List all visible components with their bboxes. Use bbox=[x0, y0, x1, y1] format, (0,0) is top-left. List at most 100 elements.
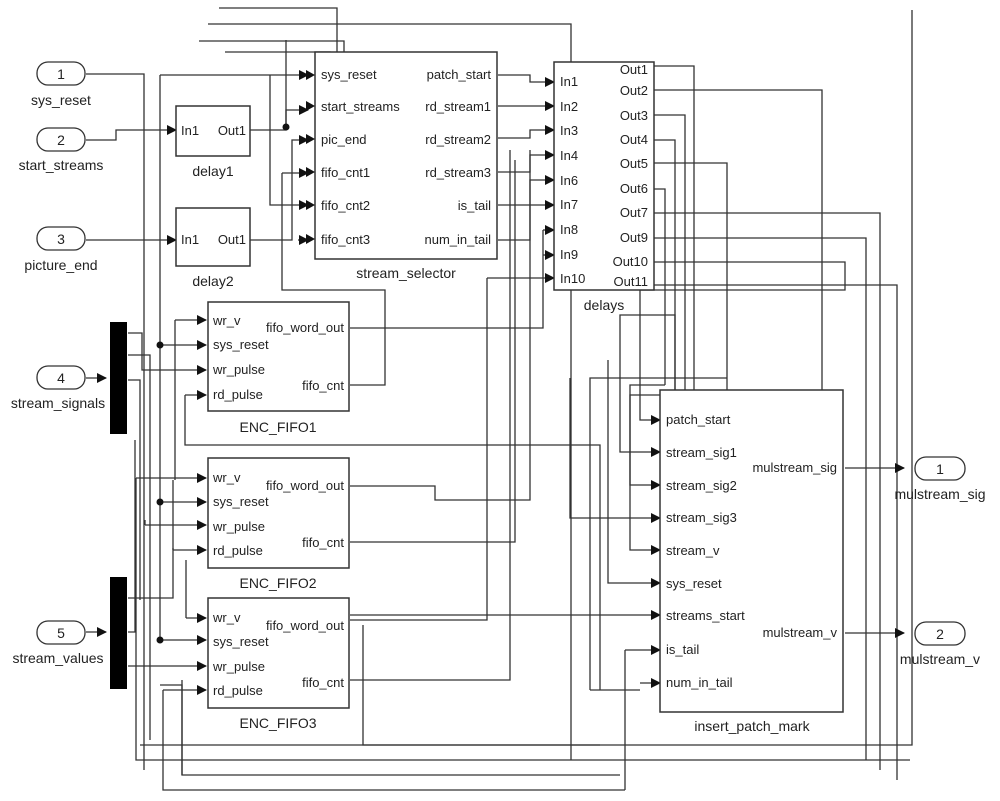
enc-fifo1-block[interactable]: wr_v sys_reset wr_pulse rd_pulse fifo_wo… bbox=[207, 301, 350, 435]
port-label: Out6 bbox=[620, 181, 648, 196]
wires bbox=[86, 7, 913, 791]
delay2-block[interactable]: In1 Out1 delay2 bbox=[175, 207, 251, 289]
port-label: rd_pulse bbox=[213, 387, 263, 402]
port-label: sys_reset bbox=[321, 67, 377, 82]
port-label: In8 bbox=[560, 222, 578, 237]
inport-number: 4 bbox=[57, 370, 65, 386]
port-label: stream_sig2 bbox=[666, 478, 737, 493]
port-label: rd_stream3 bbox=[425, 165, 491, 180]
port-label: In10 bbox=[560, 271, 585, 286]
inport-2[interactable]: 2 start_streams bbox=[19, 127, 104, 173]
port-label: In1 bbox=[560, 74, 578, 89]
port-label: Out11 bbox=[614, 274, 648, 289]
junction-dots bbox=[156, 123, 290, 644]
port-label: fifo_cnt bbox=[302, 675, 344, 690]
port-label: Out3 bbox=[620, 108, 648, 123]
inport-number: 3 bbox=[57, 231, 65, 247]
demux-stream-values[interactable] bbox=[110, 577, 127, 689]
port-label: wr_v bbox=[212, 470, 241, 485]
port-label: fifo_cnt1 bbox=[321, 165, 370, 180]
outport-number: 1 bbox=[936, 461, 944, 477]
junction-dot bbox=[282, 123, 290, 131]
junction-dot bbox=[156, 341, 164, 349]
port-label: stream_sig1 bbox=[666, 445, 737, 460]
port-label: In1 bbox=[181, 232, 199, 247]
block-name: delay2 bbox=[192, 273, 233, 289]
port-label: fifo_cnt2 bbox=[321, 198, 370, 213]
junction-dot bbox=[156, 498, 164, 506]
port-label: is_tail bbox=[666, 642, 699, 657]
port-label: wr_pulse bbox=[212, 519, 265, 534]
port-label: Out4 bbox=[620, 132, 648, 147]
inport-label: stream_values bbox=[12, 650, 103, 666]
selector-input-arrows bbox=[306, 70, 315, 244]
port-label: Out1 bbox=[218, 123, 246, 138]
stream-selector-block[interactable]: sys_reset start_streams pic_end fifo_cnt… bbox=[314, 51, 498, 281]
inport-number: 2 bbox=[57, 132, 65, 148]
block-name: ENC_FIFO1 bbox=[239, 419, 316, 435]
port-label: num_in_tail bbox=[666, 675, 733, 690]
enc-fifo3-block[interactable]: wr_v sys_reset wr_pulse rd_pulse fifo_wo… bbox=[207, 597, 350, 731]
port-label: mulstream_v bbox=[763, 625, 838, 640]
block-name: ENC_FIFO3 bbox=[239, 715, 316, 731]
outport-label: mulstream_v bbox=[900, 651, 980, 667]
port-label: rd_pulse bbox=[213, 683, 263, 698]
port-label: Out5 bbox=[620, 156, 648, 171]
port-label: rd_stream1 bbox=[425, 99, 491, 114]
port-label: fifo_word_out bbox=[266, 320, 344, 335]
port-label: In1 bbox=[181, 123, 199, 138]
delays-block[interactable]: In1 In2 In3 In4 In6 In7 In8 In9 In10 Out… bbox=[553, 61, 655, 313]
inport-1[interactable]: 1 sys_reset bbox=[31, 61, 91, 108]
port-label: fifo_cnt3 bbox=[321, 232, 370, 247]
port-label: sys_reset bbox=[213, 494, 269, 509]
inport-3[interactable]: 3 picture_end bbox=[24, 226, 98, 273]
block-name: stream_selector bbox=[356, 265, 456, 281]
outport-1[interactable]: 1 mulstream_sig bbox=[894, 456, 986, 502]
outport-label: mulstream_sig bbox=[894, 486, 985, 502]
port-label: Out7 bbox=[620, 205, 648, 220]
outport-2[interactable]: 2 mulstream_v bbox=[900, 621, 980, 667]
outport-number: 2 bbox=[936, 626, 944, 642]
port-label: In9 bbox=[560, 247, 578, 262]
port-label: pic_end bbox=[321, 132, 367, 147]
port-label: stream_v bbox=[666, 543, 720, 558]
port-label: In4 bbox=[560, 148, 578, 163]
junction-dot bbox=[156, 636, 164, 644]
inport-5[interactable]: 5 stream_values bbox=[12, 620, 104, 666]
inport-label: picture_end bbox=[24, 257, 97, 273]
port-label: fifo_cnt bbox=[302, 378, 344, 393]
port-label: num_in_tail bbox=[425, 232, 492, 247]
port-label: wr_v bbox=[212, 313, 241, 328]
port-label: mulstream_sig bbox=[752, 460, 837, 475]
insert-patch-mark-block[interactable]: patch_start stream_sig1 stream_sig2 stre… bbox=[659, 389, 844, 734]
port-label: rd_pulse bbox=[213, 543, 263, 558]
port-label: wr_v bbox=[212, 610, 241, 625]
port-label: fifo_word_out bbox=[266, 478, 344, 493]
port-label: stream_sig3 bbox=[666, 510, 737, 525]
port-label: fifo_cnt bbox=[302, 535, 344, 550]
port-label: sys_reset bbox=[213, 634, 269, 649]
port-label: is_tail bbox=[458, 198, 491, 213]
port-label: In6 bbox=[560, 173, 578, 188]
demux-stream-signals[interactable] bbox=[110, 322, 127, 434]
port-label: rd_stream2 bbox=[425, 132, 491, 147]
inport-label: stream_signals bbox=[11, 395, 105, 411]
block-name: delay1 bbox=[192, 163, 233, 179]
inport-4[interactable]: 4 stream_signals bbox=[11, 365, 105, 411]
port-label: Out9 bbox=[620, 230, 648, 245]
block-name: insert_patch_mark bbox=[694, 718, 810, 734]
block-name: ENC_FIFO2 bbox=[239, 575, 316, 591]
inport-number: 1 bbox=[57, 66, 65, 82]
port-label: patch_start bbox=[427, 67, 492, 82]
enc-fifo2-block[interactable]: wr_v sys_reset wr_pulse rd_pulse fifo_wo… bbox=[207, 457, 350, 591]
port-label: Out1 bbox=[620, 62, 648, 77]
port-label: streams_start bbox=[666, 608, 745, 623]
port-label: sys_reset bbox=[213, 337, 269, 352]
port-label: wr_pulse bbox=[212, 362, 265, 377]
port-label: wr_pulse bbox=[212, 659, 265, 674]
delay1-block[interactable]: In1 Out1 delay1 bbox=[175, 105, 251, 179]
port-label: Out10 bbox=[613, 254, 648, 269]
port-label: In3 bbox=[560, 123, 578, 138]
inport-label: start_streams bbox=[19, 157, 104, 173]
